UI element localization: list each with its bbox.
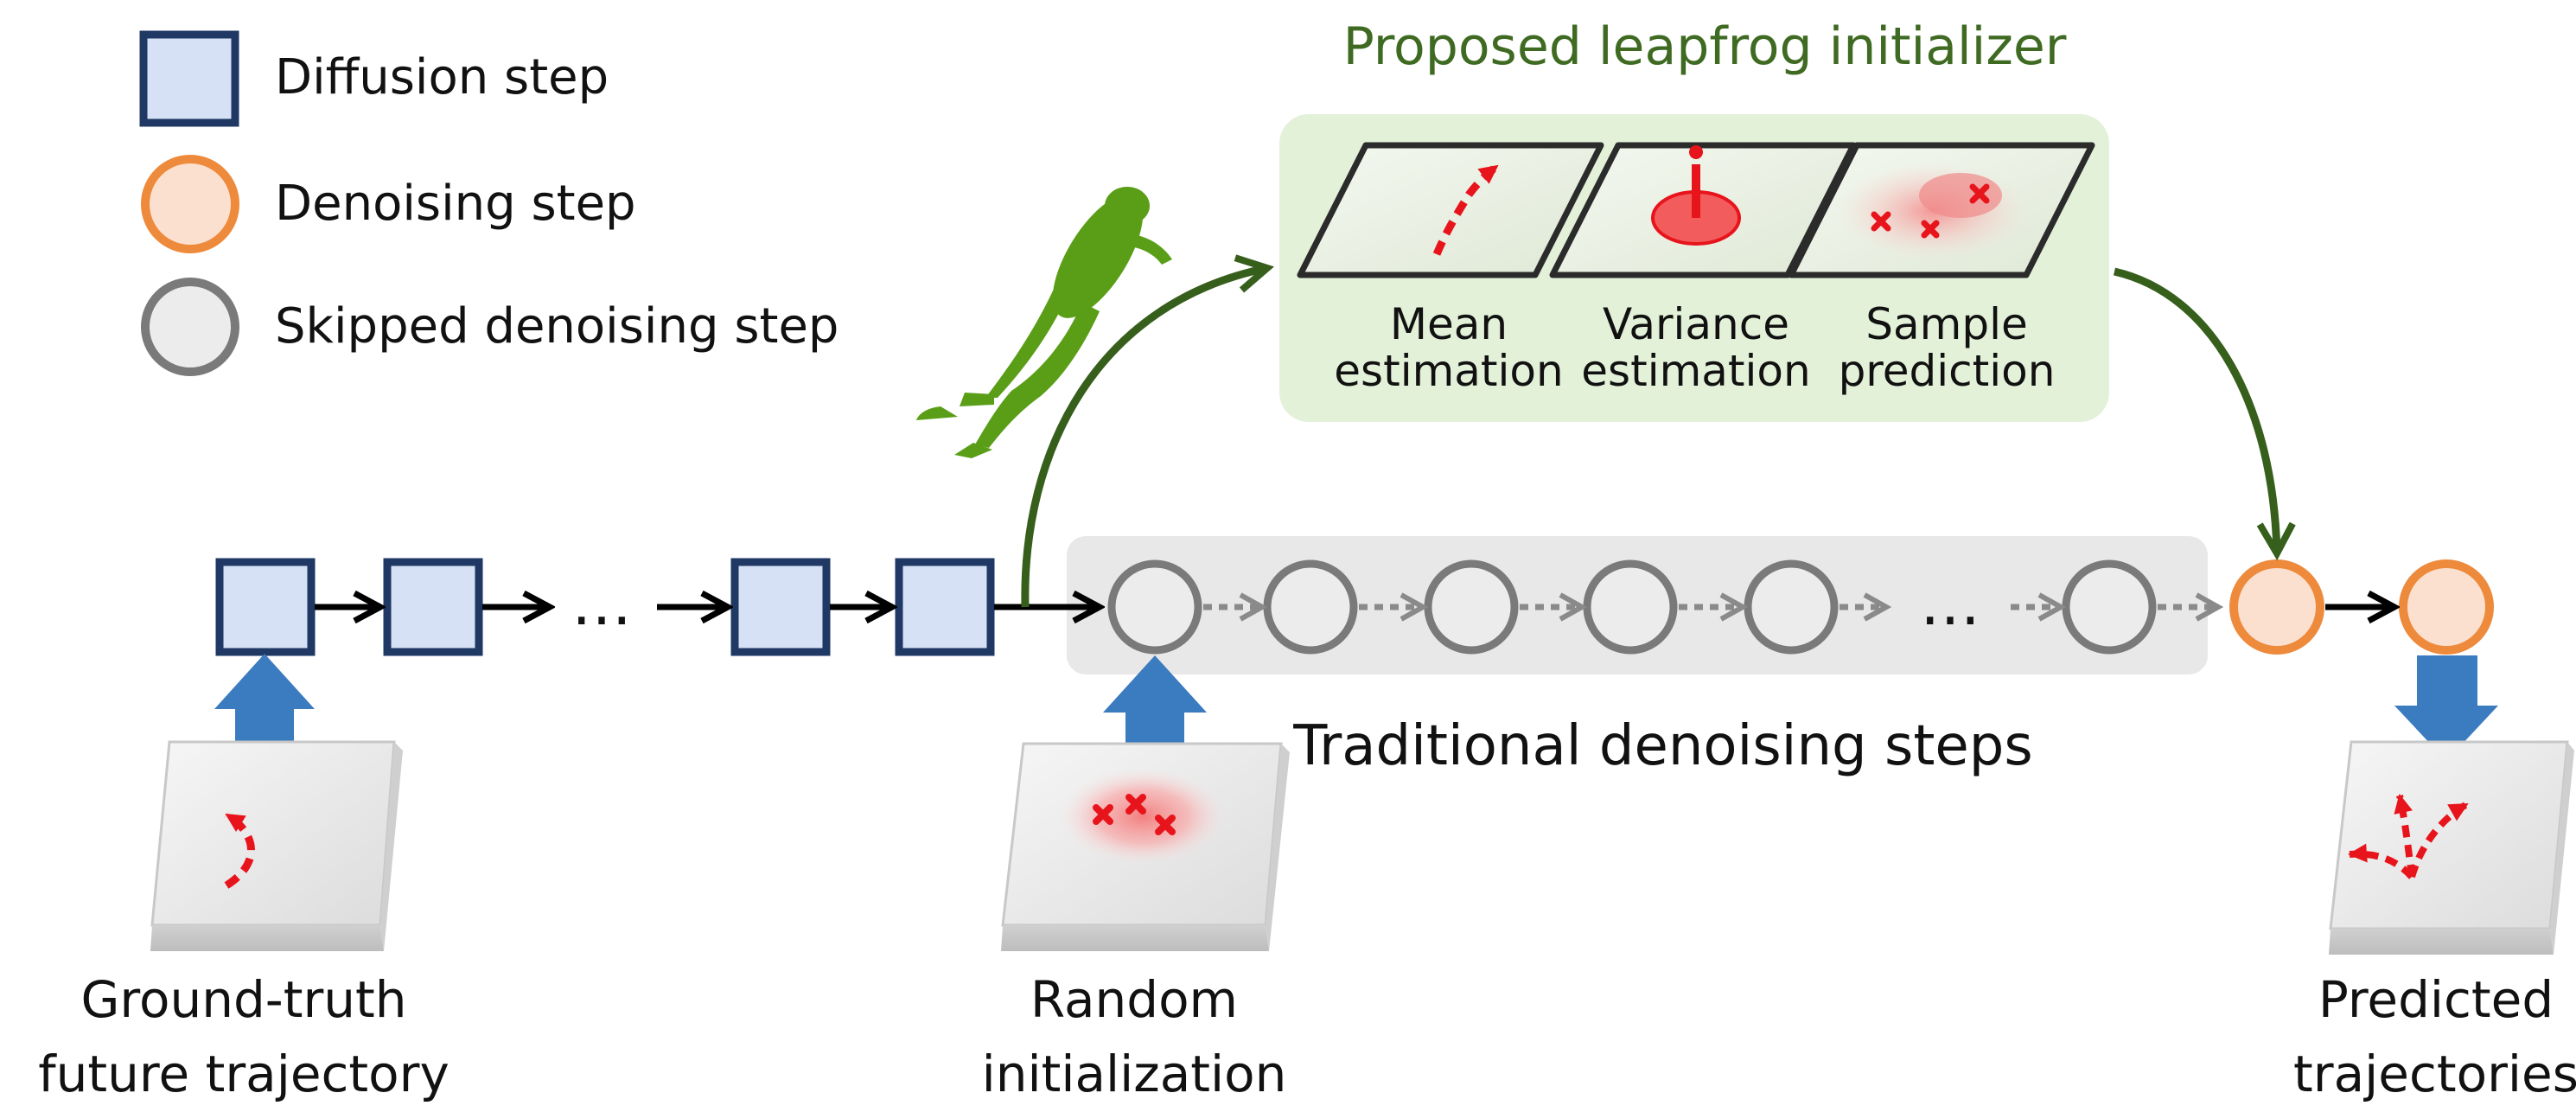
predicted-trajectories bbox=[2348, 794, 2470, 879]
frog-icon bbox=[916, 187, 1172, 458]
caption-ground-truth-line2: future trajectory bbox=[38, 1045, 450, 1103]
leapfrog-initializer: Proposed leapfrog initializer Mean estim… bbox=[1279, 16, 2109, 422]
diffusion-steps bbox=[215, 558, 995, 656]
denoising-steps bbox=[2229, 559, 2494, 655]
panel-variance-estimation: Variance estimation bbox=[1549, 142, 1857, 396]
legend-diffusion-label: Diffusion step bbox=[275, 49, 609, 105]
skipped-step bbox=[1744, 559, 1839, 655]
panel-mean-line1: Mean bbox=[1390, 299, 1508, 349]
caption-random-line2: initialization bbox=[982, 1045, 1287, 1103]
diffusion-step bbox=[215, 558, 316, 656]
panel-sample-line2: prediction bbox=[1839, 346, 2056, 396]
skipped-step bbox=[1107, 559, 1202, 655]
random-init-up-arrow bbox=[1103, 655, 1207, 756]
leapfrog-output-arrow bbox=[2113, 267, 2296, 561]
ground-truth-trajectory bbox=[224, 811, 255, 889]
caption-random-init: Random initialization bbox=[982, 970, 1287, 1103]
caption-predicted: Predicted trajectories bbox=[2293, 970, 2576, 1103]
panel-variance-line2: estimation bbox=[1581, 346, 1810, 396]
skipped-step bbox=[1583, 559, 1678, 655]
panel-variance-line1: Variance bbox=[1603, 299, 1789, 349]
ground-truth-up-arrow bbox=[214, 654, 315, 756]
sample-point-x bbox=[1969, 183, 1990, 204]
skipped-step bbox=[1424, 559, 1519, 655]
legend-skipped-swatch bbox=[141, 278, 239, 376]
random-sample-x bbox=[1155, 815, 1176, 835]
denoising-step bbox=[2229, 559, 2324, 655]
diffusion-step bbox=[895, 558, 995, 656]
random-init-tray bbox=[1001, 742, 1290, 951]
panel-mean-line2: estimation bbox=[1334, 346, 1563, 396]
caption-ground-truth-line1: Ground-truth bbox=[80, 970, 406, 1029]
skipped-steps bbox=[1107, 559, 2157, 655]
denoising-step bbox=[2399, 559, 2494, 655]
random-sample-x bbox=[1125, 794, 1146, 815]
random-distribution-blob bbox=[1060, 768, 1226, 865]
legend: Diffusion step Denoising step Skipped de… bbox=[139, 30, 838, 376]
ground-truth-tray bbox=[150, 740, 403, 951]
predicted-tray bbox=[2329, 740, 2574, 955]
sample-point-x bbox=[1871, 211, 1891, 232]
skipped-step bbox=[1263, 559, 1358, 655]
leapfrog-jump-arrow bbox=[1021, 254, 1275, 608]
sample-point-x bbox=[1921, 220, 1940, 239]
diffusion-step bbox=[730, 558, 831, 656]
panel-sample-prediction: Sample prediction bbox=[1788, 142, 2095, 396]
legend-diffusion-swatch bbox=[139, 30, 239, 127]
legend-denoising-swatch bbox=[141, 155, 239, 253]
legend-denoising-label: Denoising step bbox=[275, 176, 636, 232]
leapfrog-title: Proposed leapfrog initializer bbox=[1343, 16, 2067, 77]
skipped-ellipsis: … bbox=[1920, 568, 1980, 639]
variance-marker-head bbox=[1689, 145, 1703, 159]
panel-sample-line1: Sample bbox=[1865, 299, 2027, 349]
random-sample-x bbox=[1093, 804, 1113, 825]
caption-random-line1: Random bbox=[1030, 970, 1238, 1029]
legend-skipped-label: Skipped denoising step bbox=[275, 298, 838, 355]
panel-mean-plane bbox=[1297, 142, 1604, 278]
caption-predicted-line1: Predicted bbox=[2318, 970, 2554, 1029]
caption-predicted-line2: trajectories bbox=[2293, 1045, 2576, 1103]
panel-mean-estimation: Mean estimation bbox=[1297, 142, 1604, 396]
diffusion-step bbox=[383, 558, 483, 656]
prediction-down-arrow bbox=[2394, 655, 2498, 761]
caption-ground-truth: Ground-truth future trajectory bbox=[38, 970, 450, 1103]
traditional-label: Traditional denoising steps bbox=[1292, 714, 2033, 778]
mean-trajectory-arrow bbox=[1432, 163, 1500, 256]
diffusion-ellipsis: … bbox=[571, 568, 632, 639]
skipped-step bbox=[2062, 559, 2157, 655]
sample-distribution-core bbox=[1919, 173, 2002, 218]
